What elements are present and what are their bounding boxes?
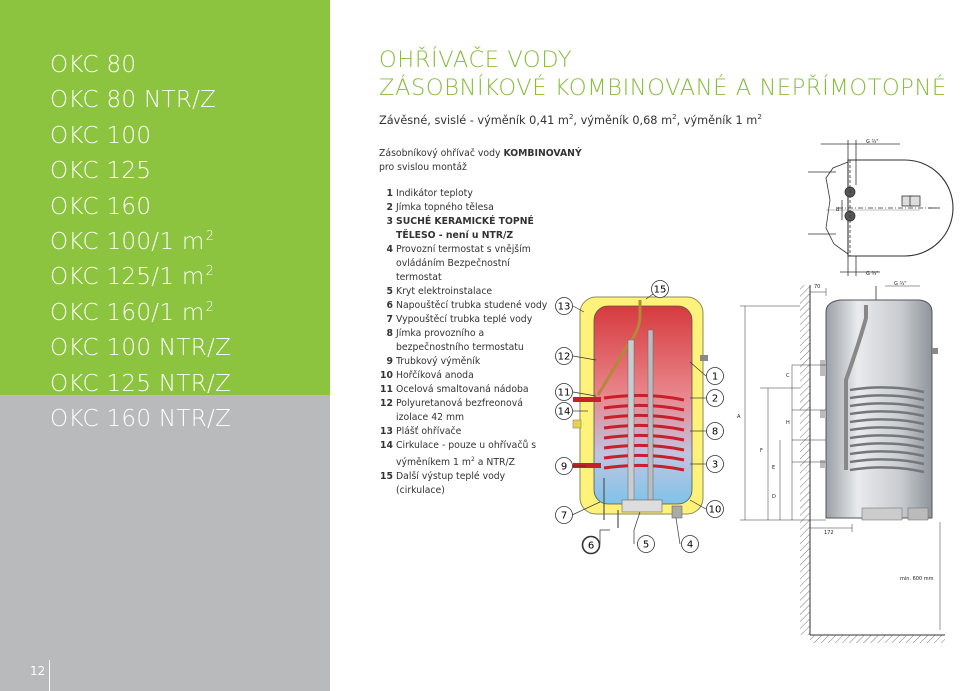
dim-label-f: F <box>760 448 763 454</box>
model-item: OKC 125 <box>50 158 152 185</box>
top-view-drawing <box>808 140 954 276</box>
svg-text:4: 4 <box>687 540 693 551</box>
callout-1: 1 <box>706 367 724 385</box>
sidebar-gray-panel <box>0 395 330 691</box>
model-item: OKC 160 NTR/Z <box>50 406 232 433</box>
svg-text:8: 8 <box>712 427 718 438</box>
model-item: OKC 160/1 m2 <box>50 299 215 326</box>
svg-text:11: 11 <box>558 388 571 399</box>
subtitle: Závěsné, svislé - výměník 0,41 m2, výměn… <box>379 113 762 127</box>
svg-text:12: 12 <box>558 352 571 363</box>
sidebar-green-panel <box>0 0 330 395</box>
svg-text:7: 7 <box>561 511 567 522</box>
dim-label-a: A <box>737 414 741 420</box>
page-number: 12 <box>30 664 46 678</box>
page-title-line1: OHŘÍVAČE VODY <box>379 47 573 73</box>
callout-leaders <box>571 288 707 545</box>
svg-text:2: 2 <box>712 394 718 405</box>
callout-9: 9 <box>555 457 573 475</box>
model-item: OKC 125/1 m2 <box>50 264 215 291</box>
callout-7: 7 <box>555 506 573 524</box>
model-item: OKC 125 NTR/Z <box>50 370 232 397</box>
callout-8: 8 <box>706 422 724 440</box>
intro-text: Zásobníkový ohřívač vody KOMBINOVANÝ pro… <box>379 148 582 173</box>
page-title-line2: ZÁSOBNÍKOVÉ KOMBINOVANÉ A NEPŘÍMOTOPNÉ <box>379 75 947 101</box>
callout-3: 3 <box>706 455 724 473</box>
dim-label-70: 70 <box>814 284 820 290</box>
dim-label-g34-side: G ¾" <box>894 281 907 287</box>
callout-15: 15 <box>651 280 669 298</box>
callout-13: 13 <box>555 297 573 315</box>
dim-label-c: C <box>786 373 790 379</box>
svg-text:9: 9 <box>561 462 567 473</box>
callout-2: 2 <box>706 389 724 407</box>
svg-text:1: 1 <box>712 372 718 383</box>
dim-label-min600: min. 600 mm <box>900 576 934 582</box>
model-item: OKC 160 <box>50 193 152 220</box>
dim-label-172: 172 <box>824 530 834 536</box>
svg-text:15: 15 <box>654 285 667 296</box>
svg-text:10: 10 <box>709 505 722 516</box>
svg-text:13: 13 <box>558 302 571 313</box>
model-item: OKC 100 <box>50 122 152 149</box>
callout-circles: 13 12 11 14 9 7 15 1 2 8 3 10 6 5 4 <box>555 280 724 555</box>
callout-5: 5 <box>637 535 655 553</box>
model-item: OKC 80 <box>50 52 137 78</box>
svg-text:6: 6 <box>588 541 594 552</box>
dim-label-b: B <box>836 207 840 213</box>
dim-label-e: E <box>772 465 775 471</box>
cutaway-heater <box>572 296 708 528</box>
dim-label-h: H <box>786 420 790 426</box>
model-item: OKC 80 NTR/Z <box>50 87 217 114</box>
side-view-drawing <box>740 285 945 643</box>
page-divider <box>49 660 50 691</box>
callout-4: 4 <box>681 535 699 553</box>
dim-label-g34-top: G ¾" <box>866 139 879 145</box>
callout-11: 11 <box>555 383 573 401</box>
dim-label-g34-bottom: G ¾" <box>866 271 879 277</box>
model-item: OKC 100/1 m2 <box>50 229 215 256</box>
svg-text:14: 14 <box>558 407 571 418</box>
callout-10: 10 <box>706 500 724 518</box>
dim-label-d: D <box>772 494 776 500</box>
svg-text:3: 3 <box>712 460 718 471</box>
svg-text:5: 5 <box>643 540 649 551</box>
callout-12: 12 <box>555 347 573 365</box>
model-list: OKC 80 OKC 80 NTR/Z OKC 100 OKC 125 OKC … <box>50 45 232 434</box>
model-item: OKC 100 NTR/Z <box>50 335 232 362</box>
callout-14: 14 <box>555 402 573 420</box>
callout-6: 6 <box>581 535 601 555</box>
